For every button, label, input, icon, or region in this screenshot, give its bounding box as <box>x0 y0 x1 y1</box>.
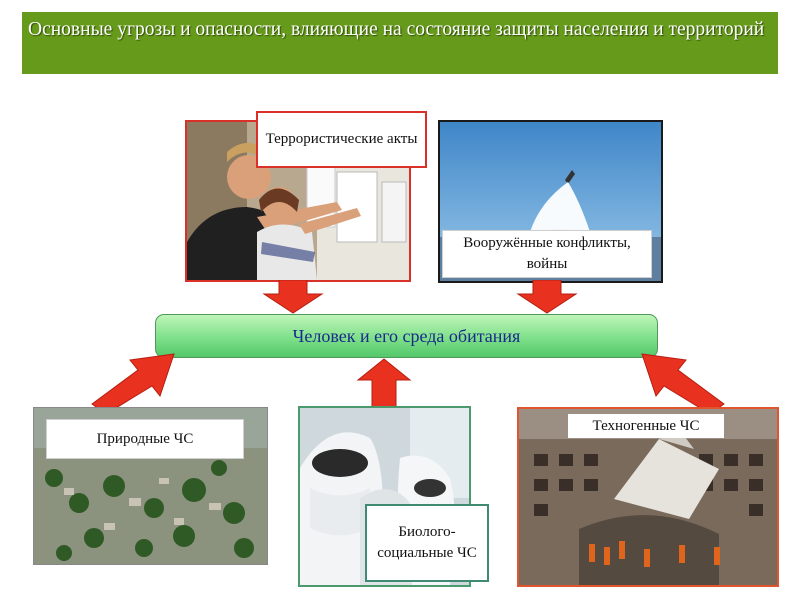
arrow-down-right <box>516 280 578 314</box>
title-banner <box>22 12 778 74</box>
arrow-up-right <box>641 353 725 414</box>
terror-label-text: Террористические акты <box>265 131 418 147</box>
arrow-up-center <box>356 358 412 408</box>
war-label: Вооружённые конфликты, войны <box>442 230 652 278</box>
natural-label: Природные ЧС <box>46 419 244 459</box>
war-label-text: Вооружённые конфликты, войны <box>463 235 631 272</box>
techno-label-text: Техногенные ЧС <box>592 417 700 434</box>
arrow-up-left <box>91 353 175 414</box>
center-node: Человек и его среда обитания <box>155 314 658 358</box>
techno-label: Техногенные ЧС <box>568 414 724 438</box>
page-title: Основные угрозы и опасности, влияющие на… <box>28 19 765 40</box>
terror-label: Террористические акты <box>256 111 427 168</box>
arrow-down-left <box>262 280 324 314</box>
techno-photo <box>517 407 779 587</box>
natural-label-text: Природные ЧС <box>96 430 194 447</box>
center-node-label: Человек и его среда обитания <box>292 325 521 346</box>
bio-label-text: Биолого-социальные ЧС <box>377 524 477 561</box>
bio-label: Биолого-социальные ЧС <box>365 504 489 582</box>
